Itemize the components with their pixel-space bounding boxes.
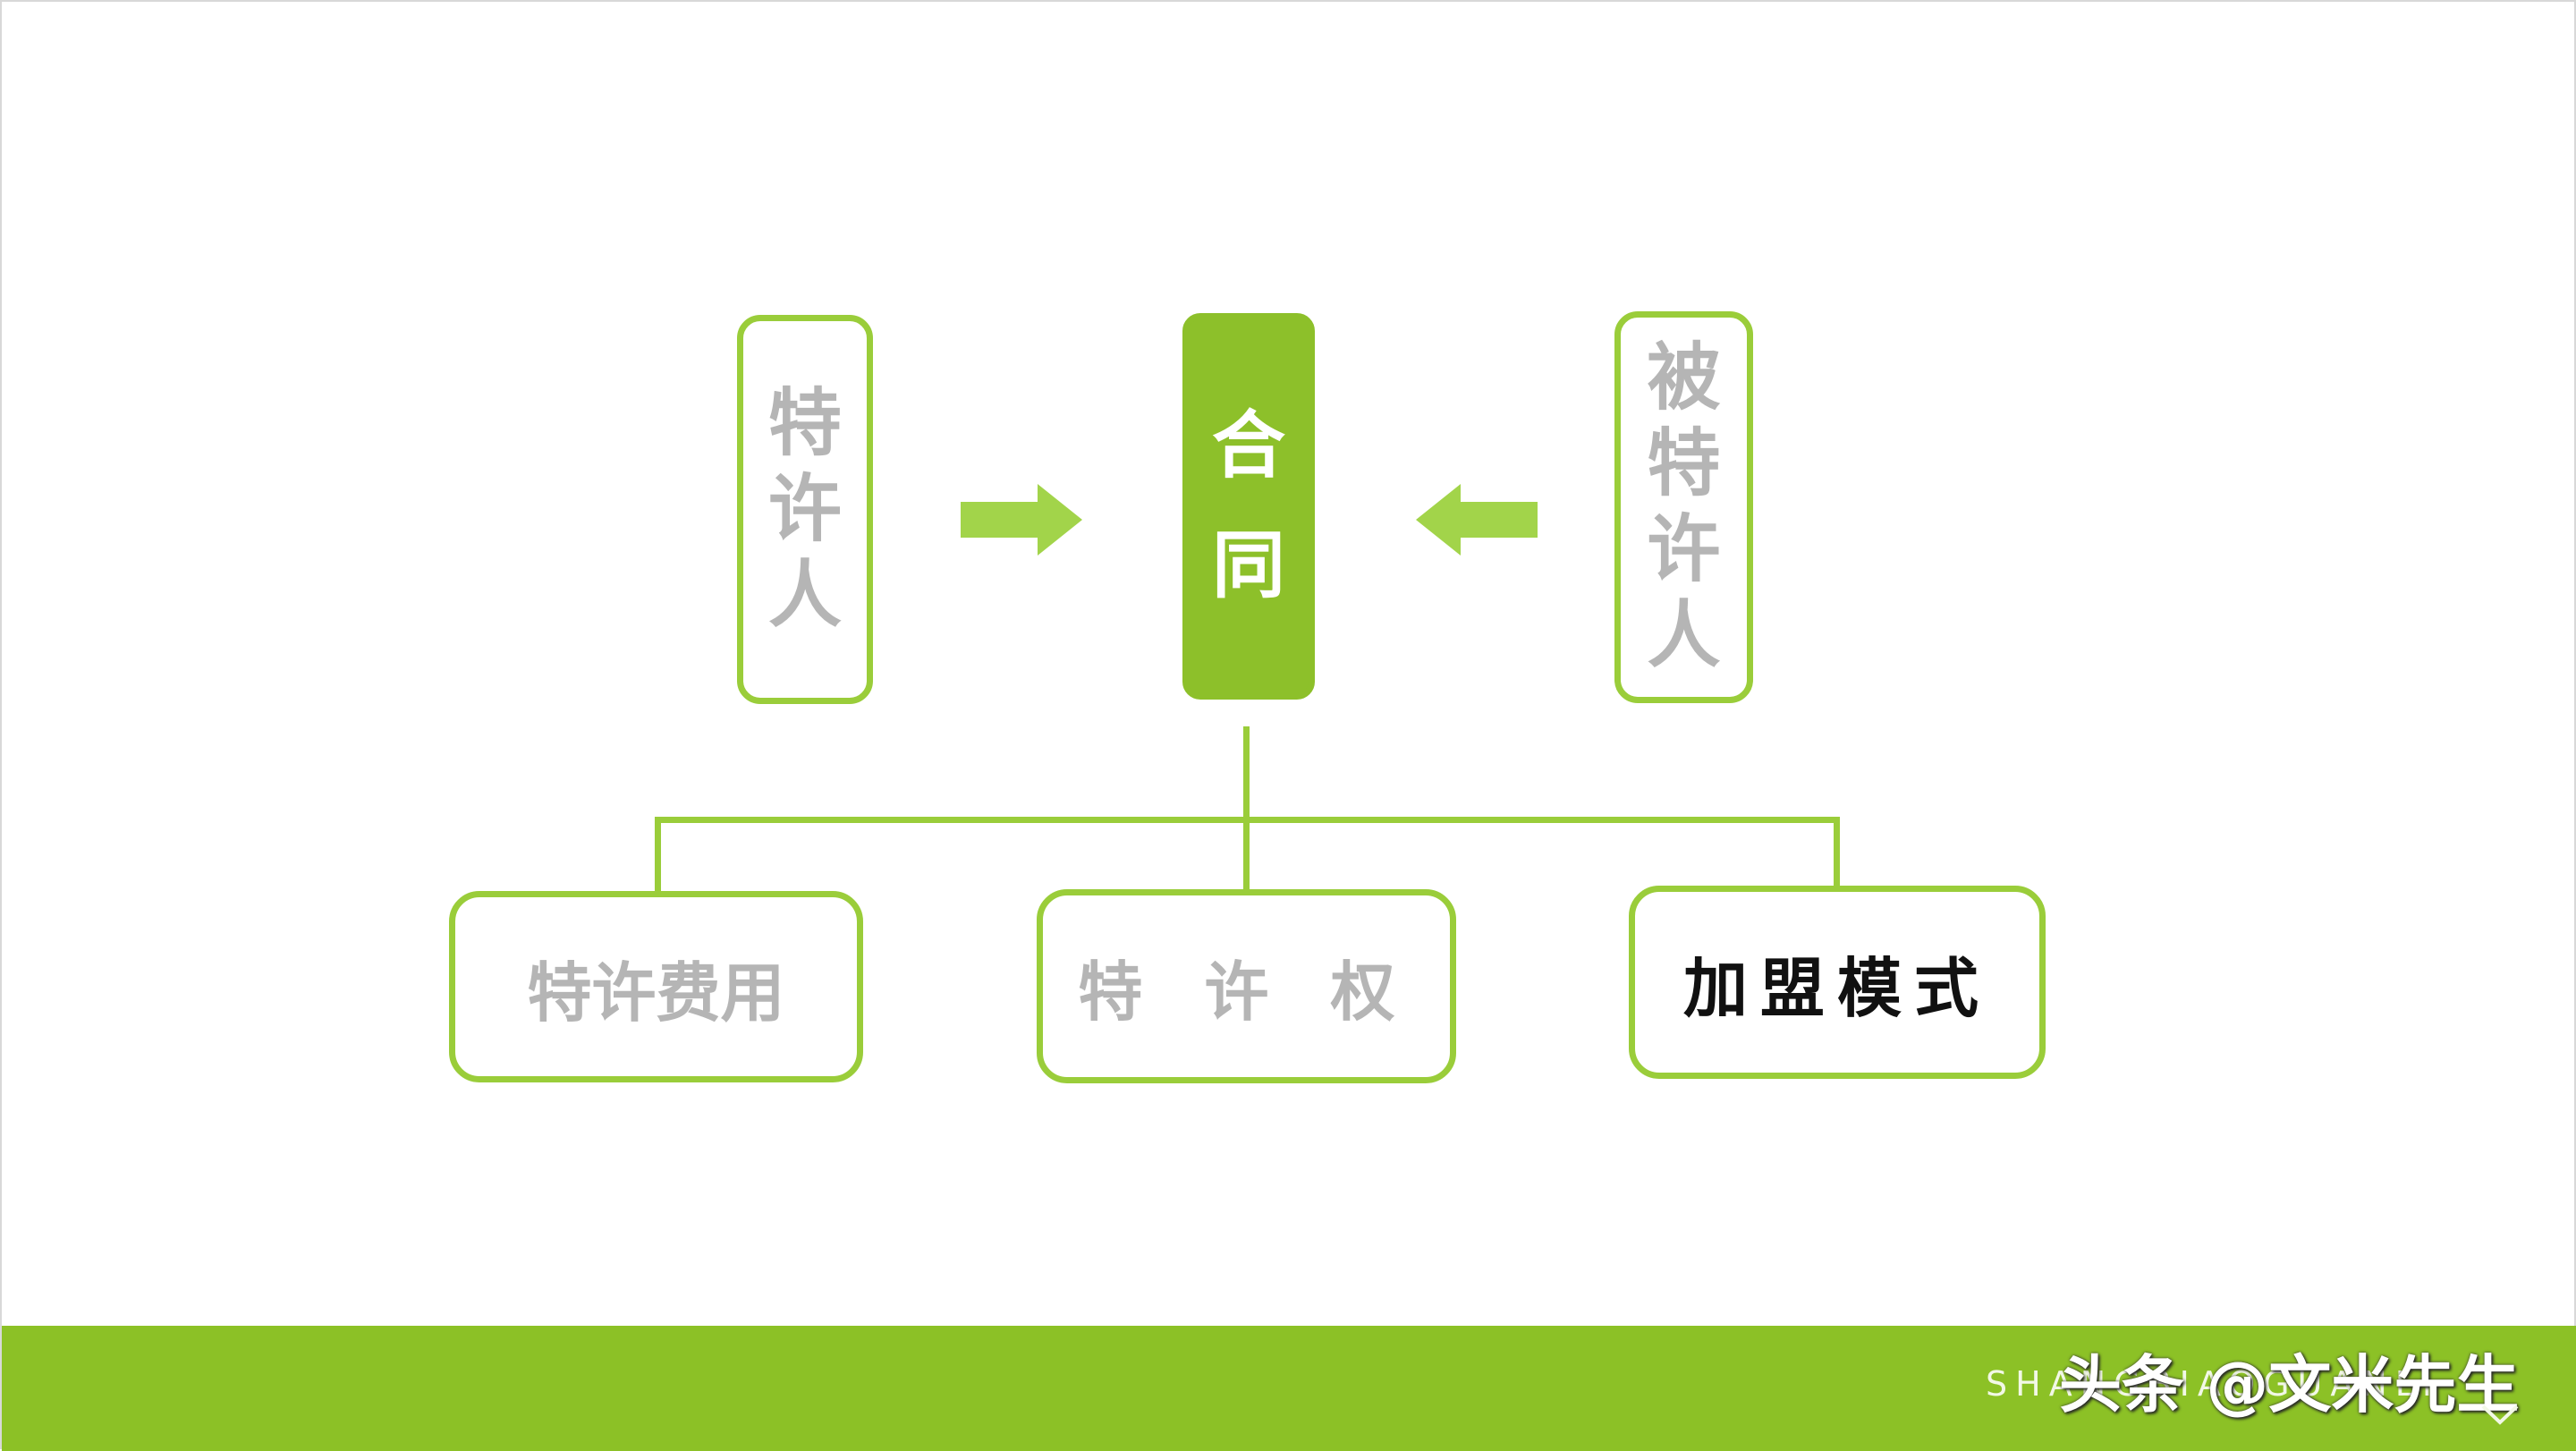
franchise-fee-node: 特许费用 [449,891,863,1082]
contract-char-2: 同 [1211,523,1285,608]
connector-trunk [1243,726,1250,892]
chevron-down-icon [2481,1404,2519,1425]
contract-char-1: 合 [1211,403,1285,488]
franchisor-char-1: 特 [767,380,842,466]
franchisee-char-4: 人 [1647,593,1721,678]
arrow-right-icon [961,484,1082,556]
franchisor-char-2: 许 [767,466,842,552]
franchisee-char-2: 特 [1647,421,1721,506]
arrow-left-icon [1416,484,1538,556]
connector-horizontal [655,817,1840,823]
franchise-right-node: 特 许 权 [1037,889,1456,1083]
franchise-fee-label: 特许费用 [527,955,785,1031]
connector-left-drop [655,817,661,894]
franchisee-node: 被 特 许 人 [1614,311,1753,703]
franchise-mode-label: 加盟模式 [1682,950,1991,1026]
franchisee-char-3: 许 [1647,507,1721,592]
watermark-text: 头条 @文米先生 [2059,1348,2520,1421]
footer-bar [2,1326,2576,1451]
franchisor-node: 特 许 人 [737,315,873,704]
franchise-right-label: 特 许 权 [1078,955,1415,1030]
franchisor-char-3: 人 [767,552,842,638]
contract-node: 合 同 [1182,313,1315,700]
connector-right-drop [1834,817,1840,894]
franchise-mode-node: 加盟模式 [1629,886,2046,1079]
franchisee-char-1: 被 [1647,335,1721,420]
footer-subtitle: SHANGBIAOGUANLI [1986,1364,2441,1404]
